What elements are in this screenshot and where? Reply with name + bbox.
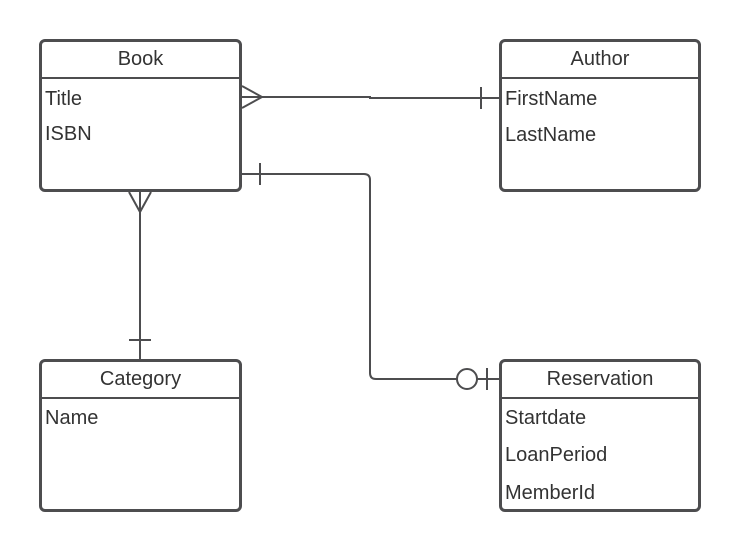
book-author-line	[242, 96, 499, 99]
entity-title: Book	[42, 42, 239, 79]
book-reservation-zero-circle	[456, 368, 478, 390]
book-category-crowfoot	[128, 191, 152, 215]
relationship-book-reservation	[242, 163, 499, 390]
attribute: Title	[45, 88, 83, 110]
entity-author[interactable]: Author FirstName LastName	[499, 39, 701, 192]
entity-title: Author	[502, 42, 698, 79]
attribute: FirstName	[505, 88, 598, 110]
relationship-book-author	[241, 85, 499, 109]
attribute: LastName	[505, 124, 597, 146]
entity-title: Reservation	[502, 362, 698, 399]
book-author-crowfoot	[241, 85, 265, 109]
attribute: MemberId	[505, 482, 596, 504]
attribute: ISBN	[45, 123, 92, 145]
entity-title: Category	[42, 362, 239, 399]
attribute: LoanPeriod	[505, 444, 608, 466]
attribute: Name	[45, 407, 99, 429]
entity-category[interactable]: Category Name	[39, 359, 242, 512]
relationship-book-category	[128, 191, 152, 359]
entity-reservation[interactable]: Reservation Startdate LoanPeriod MemberI…	[499, 359, 701, 512]
entity-book[interactable]: Book Title ISBN	[39, 39, 242, 192]
book-reservation-line	[242, 173, 457, 380]
attribute: Startdate	[505, 407, 587, 429]
